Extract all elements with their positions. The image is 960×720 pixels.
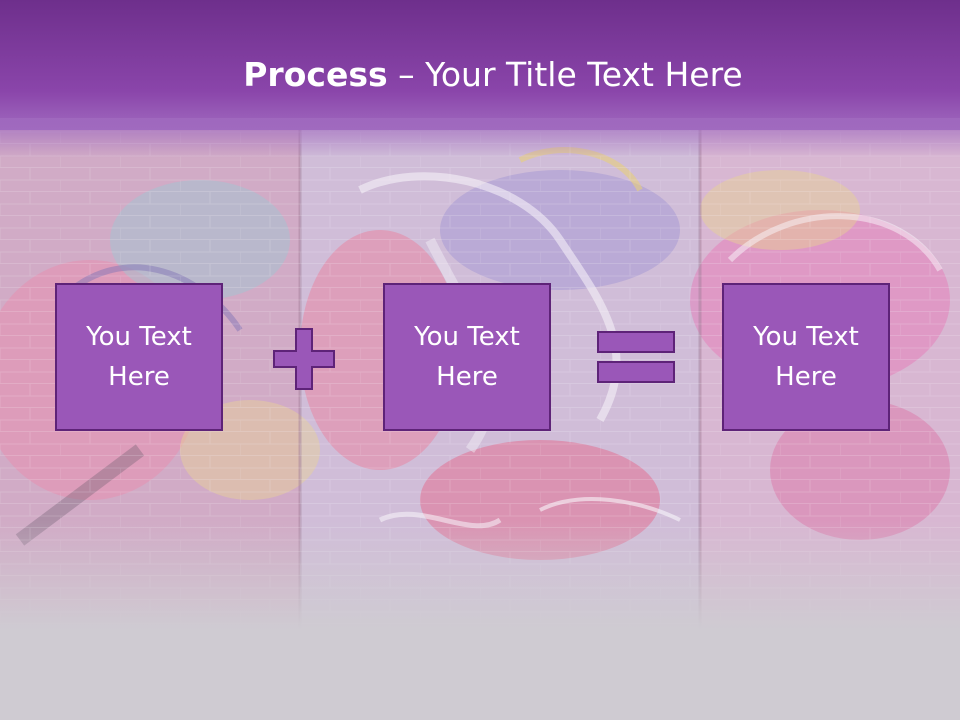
bottom-fade <box>0 520 960 720</box>
title-bar <box>0 0 960 130</box>
slide-title-bold: Process <box>243 55 388 94</box>
process-box-3[interactable]: You Text Here <box>722 283 890 431</box>
slide-title[interactable]: Process – Your Title Text Here <box>0 52 960 98</box>
process-box-3-text: You Text Here <box>753 322 859 392</box>
slide-title-rest: – Your Title Text Here <box>387 55 743 94</box>
title-bar-fade <box>0 118 960 158</box>
plus-icon <box>273 328 335 390</box>
process-box-1-text: You Text Here <box>86 322 192 392</box>
equals-icon <box>597 331 675 383</box>
process-box-2-text: You Text Here <box>414 322 520 392</box>
process-box-1[interactable]: You Text Here <box>55 283 223 431</box>
process-box-2[interactable]: You Text Here <box>383 283 551 431</box>
